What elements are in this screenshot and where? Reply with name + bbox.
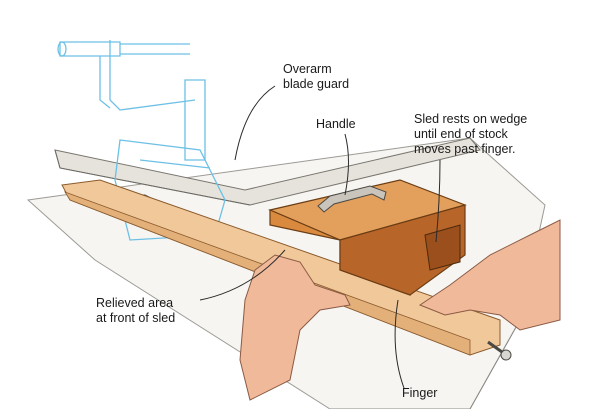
table-front-edge bbox=[330, 319, 521, 409]
overarm-guard-label: Overarm blade guard bbox=[283, 62, 350, 91]
leader-sled bbox=[435, 159, 441, 243]
left-hand bbox=[239, 254, 351, 401]
finger-label: Finger bbox=[402, 386, 438, 400]
handle-label: Handle bbox=[316, 117, 356, 131]
sled-wedge bbox=[424, 224, 461, 271]
miter-gauge-knob bbox=[487, 340, 503, 354]
sled-side bbox=[339, 204, 466, 296]
miter-gauge-knob-ball bbox=[500, 349, 512, 361]
relieved-area-label: Relieved area at front of sled bbox=[96, 296, 176, 325]
sled-wedge-label: Sled rests on wedge until end of stock m… bbox=[414, 112, 528, 156]
leader-lines bbox=[199, 85, 441, 389]
sled-handle bbox=[317, 185, 387, 213]
leader-relieved bbox=[199, 249, 286, 301]
right-hand bbox=[418, 219, 561, 331]
fence-rail-top bbox=[54, 149, 251, 206]
leader-overarm bbox=[234, 85, 276, 161]
leader-handle bbox=[344, 133, 349, 196]
leader-finger bbox=[394, 299, 405, 389]
